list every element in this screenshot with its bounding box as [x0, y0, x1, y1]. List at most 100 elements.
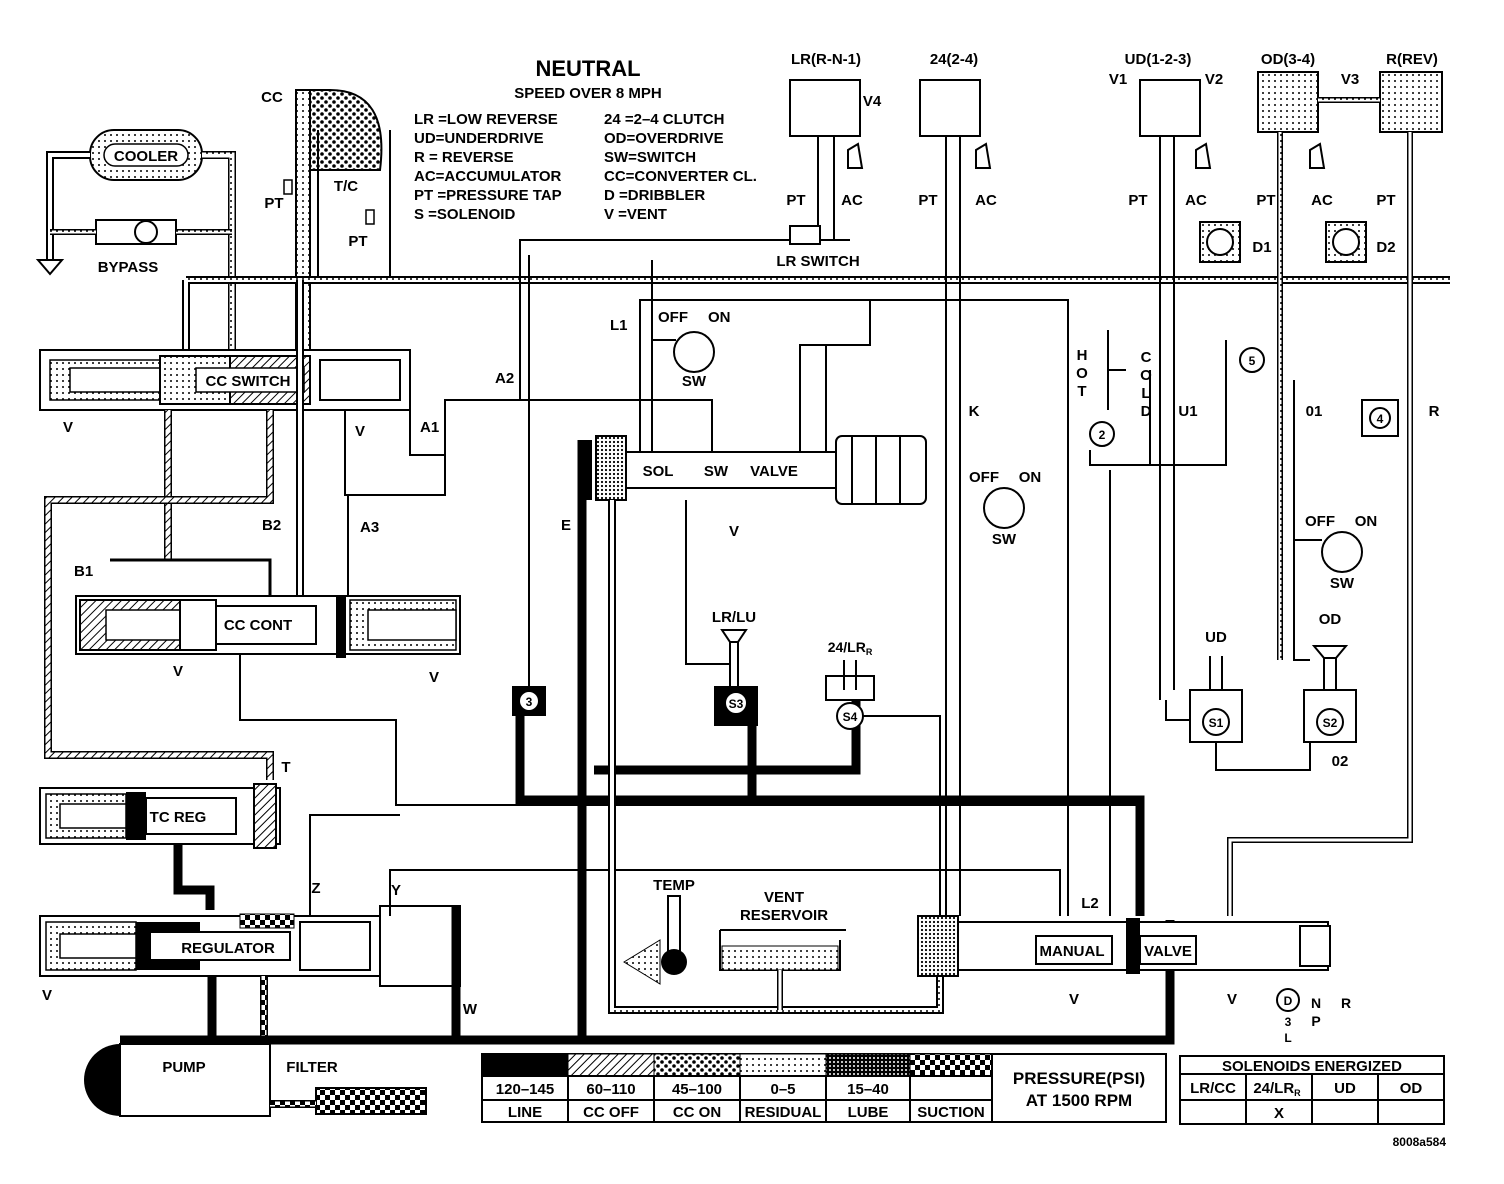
abbrev-od: OD=OVERDRIVE — [604, 130, 724, 147]
figure-id: 8008a584 — [1393, 1135, 1447, 1149]
e-label: E — [561, 517, 571, 534]
cc-cont-label: CC CONT — [224, 617, 292, 634]
filter-element-icon — [315, 1087, 427, 1115]
od-label-s2: OD — [1319, 611, 1342, 628]
w-label: W — [463, 1001, 478, 1018]
valve-4-label: 4 — [1377, 412, 1384, 426]
filter-label: FILTER — [286, 1059, 338, 1076]
abbrev-pt: PT =PRESSURE TAP — [414, 187, 562, 204]
clutch-ud-label: UD(1-2-3) — [1125, 51, 1192, 68]
d2-label: D2 — [1376, 239, 1395, 256]
vent-reservoir: TEMP VENT RESERVOIR — [623, 877, 846, 1010]
valve-5-label: 5 — [1249, 354, 1256, 368]
clutch-lr: LR(R-N-1) V4 PT AC LR SWITCH — [776, 51, 881, 270]
abbrev-ac: AC=ACCUMULATOR — [414, 168, 562, 185]
lr-switch-label: LR SWITCH — [776, 253, 859, 270]
ud-label-s1: UD — [1205, 629, 1227, 646]
pressure-title-1: PRESSURE(PSI) — [1013, 1069, 1145, 1088]
clutch-rev: R(REV) PT R 4 — [1227, 51, 1443, 916]
bypass-ball-icon — [134, 220, 158, 244]
s4-label: S4 — [843, 710, 858, 724]
park-sel-label: P — [1311, 1013, 1320, 1029]
s1-label: S1 — [1209, 716, 1224, 730]
cc-switch-label: CC SWITCH — [206, 373, 291, 390]
cooler-label: COOLER — [114, 148, 178, 165]
range-residual: 0–5 — [770, 1081, 795, 1098]
sol-value-24lr: X — [1274, 1105, 1284, 1122]
on-label-24: ON — [1019, 469, 1042, 486]
abbrev-lr: LR =LOW REVERSE — [414, 111, 558, 128]
sol-header-ud: UD — [1334, 1080, 1356, 1097]
manual-valve: MANUAL VALVE L2 V V D 3 L N P R — [917, 895, 1351, 1045]
name-suction: SUCTION — [917, 1104, 985, 1121]
clutch-ud: UD(1-2-3) V1 V2 PT AC U1 — [1109, 51, 1223, 700]
name-lube: LUBE — [848, 1104, 889, 1121]
cooler-circuit: COOLER BYPASS — [35, 129, 236, 350]
regulator-label: REGULATOR — [181, 940, 275, 957]
v3-label: V3 — [1341, 71, 1359, 88]
vent-label-ccsw-1: V — [63, 419, 73, 436]
pt-label-lr: PT — [786, 192, 805, 209]
pump-label: PUMP — [162, 1059, 205, 1076]
low-sel-label: L — [1284, 1031, 1291, 1045]
valve-2-label: 2 — [1099, 428, 1106, 442]
cc-switch-valve: CC SWITCH V V — [39, 349, 411, 440]
diagram-title: NEUTRAL — [535, 56, 640, 81]
pt-label-tc: PT — [348, 233, 367, 250]
a3-label: A3 — [360, 519, 379, 536]
l1-label: L1 — [610, 317, 628, 334]
abbreviation-legend: LR =LOW REVERSE UD=UNDERDRIVE R = REVERS… — [414, 111, 757, 223]
pressure-title-2: AT 1500 RPM — [1026, 1091, 1132, 1110]
u1-label: U1 — [1178, 403, 1197, 420]
abbrev-v: V =VENT — [604, 206, 667, 223]
clutch-24: 24(2-4) PT AC K OFF ON SW — [918, 51, 1041, 916]
sw-valve-label: SW — [704, 463, 729, 480]
abbrev-s: S =SOLENOID — [414, 206, 515, 223]
neutral-sel-label: N — [1311, 995, 1321, 1011]
pressure-switch-l1-icon — [673, 331, 715, 373]
a1-label: A1 — [420, 419, 439, 436]
ac-label-ud: AC — [1185, 192, 1207, 209]
solenoid-s4: 24/LRR S4 — [825, 639, 941, 916]
vent-label-cccont-2: V — [429, 669, 439, 686]
vent-reservoir-label-1: VENT — [764, 889, 804, 906]
range-cc-on: 45–100 — [672, 1081, 722, 1098]
pressure-switch-od-icon — [1321, 531, 1363, 573]
diagram-subtitle: SPEED OVER 8 MPH — [514, 85, 662, 102]
t-label: T — [281, 759, 290, 776]
solenoids-energized-table: SOLENOIDS ENERGIZED LR/CC 24/LRR UD OD X — [1179, 1055, 1445, 1125]
manual-label: MANUAL — [1040, 943, 1105, 960]
name-cc-on: CC ON — [673, 1104, 721, 1121]
temp-label: TEMP — [653, 877, 695, 894]
solenoid-s1: UD S1 — [1189, 629, 1243, 743]
ac-label-lr: AC — [841, 192, 863, 209]
v2-label: V2 — [1205, 71, 1223, 88]
clutch-lr-label: LR(R-N-1) — [791, 51, 861, 68]
b1-label: B1 — [74, 563, 93, 580]
valve-label-manual: VALVE — [1144, 943, 1192, 960]
pressure-regulator-valve: REGULATOR V Z Y W — [39, 880, 478, 1018]
cc-label: CC — [261, 89, 283, 106]
v1-label: V1 — [1109, 71, 1127, 88]
lr-lu-label: LR/LU — [712, 609, 756, 626]
off-label-od: OFF — [1305, 513, 1335, 530]
s3-label: S3 — [729, 697, 744, 711]
sol-label: SOL — [643, 463, 674, 480]
vent-label-manual-1: V — [1069, 991, 1079, 1008]
r-label: R — [1429, 403, 1440, 420]
pt-label-od: PT — [1256, 192, 1275, 209]
sol-table-title: SOLENOIDS ENERGIZED — [1222, 1058, 1402, 1075]
clutch-24-label: 24(2-4) — [930, 51, 978, 68]
drain-arrow-icon — [35, 259, 65, 276]
name-line: LINE — [508, 1104, 542, 1121]
off-label-24: OFF — [969, 469, 999, 486]
dribbler-d2: D2 — [1325, 221, 1396, 263]
v4-label: V4 — [863, 93, 882, 110]
tc-reg-label: TC REG — [150, 809, 207, 826]
solenoid-s2: OD S2 02 OFF ON SW — [1293, 380, 1377, 770]
vent-label-ccsw-2: V — [355, 423, 365, 440]
name-cc-off: CC OFF — [583, 1104, 639, 1121]
range-cc-off: 60–110 — [586, 1081, 635, 1098]
abbrev-cc: CC=CONVERTER CL. — [604, 168, 757, 185]
